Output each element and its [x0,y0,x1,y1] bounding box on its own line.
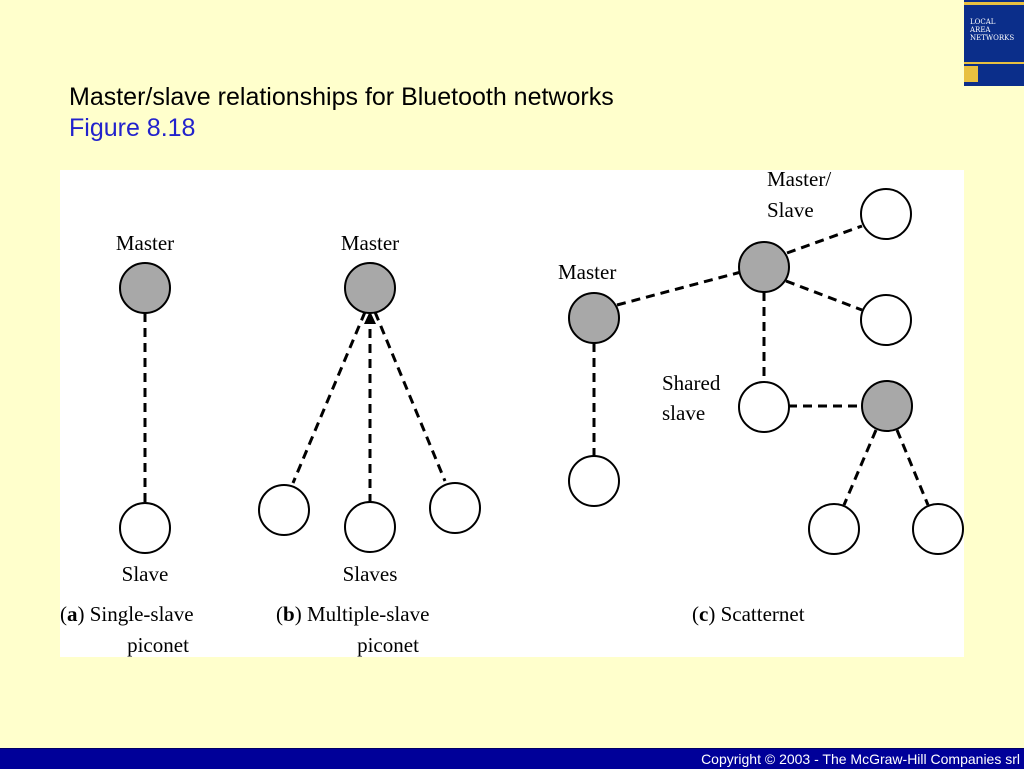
label-c-master: Master [558,260,616,284]
node-c-masterslave [738,241,790,293]
bluetooth-diagram: Master Slave (a) Single-slave piconet Ma… [60,170,964,657]
label-a-slave: Slave [122,562,169,586]
caption-a-text: Single-slave [90,602,194,626]
label-b-slaves: Slaves [343,562,398,586]
caption-a-line2: piconet [127,633,189,657]
node-c-masterslave-slave-right [860,294,912,346]
diagram-canvas: Master Slave (a) Single-slave piconet Ma… [60,170,964,657]
slide-title: Master/slave relationships for Bluetooth… [69,83,614,111]
caption-c-letter: c [699,602,708,626]
caption-c: (c) Scatternet [692,602,805,626]
node-c-masterslave-slave-top [860,188,912,240]
label-b-master: Master [341,231,399,255]
edge-c-master2-slave-right [895,429,930,506]
node-b-slave-right [429,482,481,534]
node-b-master [344,262,396,314]
caption-b-line2: piconet [357,633,419,657]
caption-a-letter: a [67,602,78,626]
label-a-master: Master [116,231,174,255]
edge-c-master-masterslave [616,270,742,307]
edge-b-master-slave-right [373,311,447,482]
caption-b-text: Multiple-slave [307,602,429,626]
book-cover-title: LOCAL AREA NETWORKS [970,18,1015,42]
book-cover-stripe-lower [964,62,1024,64]
caption-a: (a) Single-slave [60,602,194,626]
label-c-masterslave-line1: Master/ [767,170,831,191]
edge-c-masterslave-slave-right [785,279,863,312]
node-c-shared-slave [738,381,790,433]
book-cover-thumbnail: LOCAL AREA NETWORKS [964,0,1024,86]
node-b-slave-left [258,484,310,536]
caption-c-text: Scatternet [721,602,805,626]
node-a-master [119,262,171,314]
node-c-master2 [861,380,913,432]
caption-b: (b) Multiple-slave [276,602,429,626]
label-c-masterslave-line2: Slave [767,198,814,222]
caption-b-letter: b [283,602,295,626]
copyright-text: Copyright © 2003 - The McGraw-Hill Compa… [701,751,1020,767]
label-c-shared-line1: Shared [662,371,721,395]
figure-number: Figure 8.18 [69,114,196,142]
node-a-slave [119,502,171,554]
node-c-master2-slave-right [912,503,964,555]
node-c-master-slave [568,455,620,507]
footer-bar: Copyright © 2003 - The McGraw-Hill Compa… [0,748,1024,769]
label-c-shared-line2: slave [662,401,705,425]
publisher-logo-icon [964,66,978,82]
book-cover-stripe [964,2,1024,5]
arrow-head-icon [364,311,376,324]
node-b-slave-center [344,501,396,553]
node-c-master [568,292,620,344]
edge-c-masterslave-slave-top [786,224,863,255]
edge-b-master-slave-left [291,311,367,484]
edge-c-master2-slave-left [842,429,878,506]
node-c-master2-slave-left [808,503,860,555]
